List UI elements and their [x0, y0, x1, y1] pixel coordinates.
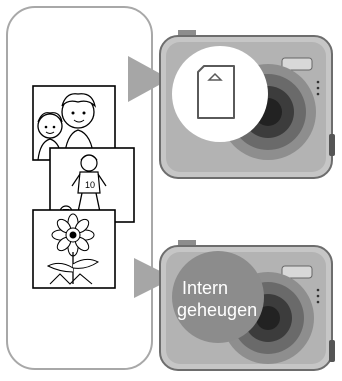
arrow-right-icon: [128, 56, 170, 102]
internal-memory-circle: [172, 251, 264, 343]
internal-memory-label-line2: geheugen: [177, 300, 257, 320]
internal-memory-label-line1: Intern: [182, 278, 228, 298]
flower-photo-icon: [32, 209, 116, 289]
images-panel: [6, 6, 153, 370]
svg-text:10: 10: [85, 180, 95, 190]
memory-card-icon: [197, 65, 235, 119]
arrow-right-icon: [134, 258, 174, 298]
